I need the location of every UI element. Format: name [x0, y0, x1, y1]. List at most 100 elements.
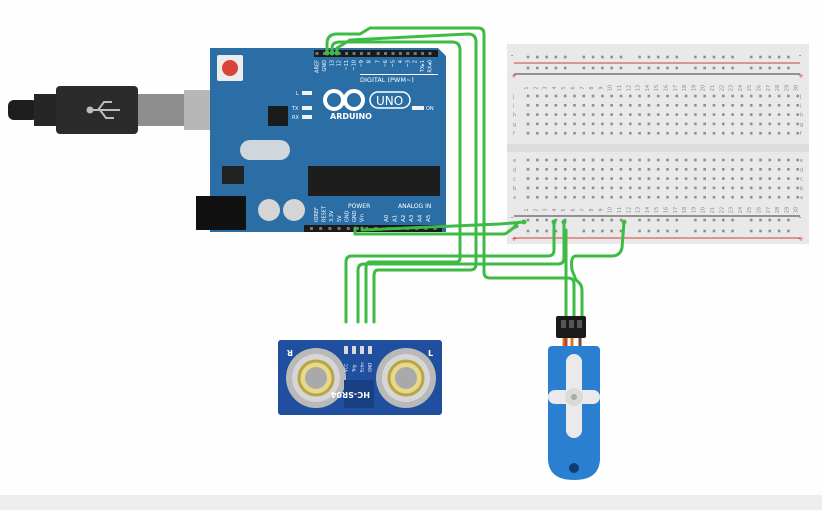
breadboard-hole[interactable] — [601, 131, 604, 135]
breadboard-hole[interactable] — [703, 177, 706, 180]
breadboard-hole[interactable] — [777, 186, 781, 190]
breadboard-hole[interactable] — [787, 122, 790, 126]
breadboard-hole[interactable] — [768, 168, 772, 171]
rail-hole[interactable] — [591, 218, 595, 222]
breadboard-hole[interactable] — [675, 177, 679, 180]
rail-hole[interactable] — [777, 218, 781, 222]
rail-hole[interactable] — [768, 218, 772, 222]
breadboard-hole[interactable] — [647, 168, 651, 171]
breadboard-hole[interactable] — [777, 168, 781, 171]
rail-hole[interactable] — [656, 229, 660, 233]
breadboard-hole[interactable] — [554, 158, 558, 162]
breadboard-hole[interactable] — [573, 131, 576, 135]
breadboard-hole[interactable] — [675, 195, 679, 199]
breadboard-hole[interactable] — [545, 104, 548, 107]
breadboard-hole[interactable] — [526, 186, 530, 190]
breadboard-hole[interactable] — [694, 177, 697, 180]
breadboard-hole[interactable] — [740, 131, 744, 135]
breadboard-hole[interactable] — [610, 177, 613, 180]
rail-hole[interactable] — [638, 66, 641, 70]
rail-hole[interactable] — [647, 55, 651, 59]
breadboard-hole[interactable] — [796, 94, 799, 98]
breadboard-hole[interactable] — [777, 131, 781, 135]
rail-hole[interactable] — [536, 229, 539, 233]
breadboard-hole[interactable] — [684, 94, 688, 98]
rail-hole[interactable] — [731, 66, 734, 70]
breadboard-hole[interactable] — [545, 177, 548, 180]
rail-hole[interactable] — [666, 218, 669, 222]
breadboard-hole[interactable] — [601, 158, 604, 162]
breadboard-hole[interactable] — [712, 104, 716, 107]
breadboard-hole[interactable] — [694, 131, 697, 135]
breadboard-hole[interactable] — [610, 113, 613, 116]
breadboard-hole[interactable] — [526, 104, 530, 107]
breadboard-hole[interactable] — [647, 122, 651, 126]
rail-hole[interactable] — [601, 55, 604, 59]
breadboard-hole[interactable] — [666, 195, 669, 199]
breadboard-hole[interactable] — [768, 113, 772, 116]
breadboard-hole[interactable] — [712, 168, 716, 171]
rail-hole[interactable] — [759, 55, 762, 59]
rail-hole[interactable] — [638, 218, 641, 222]
breadboard-hole[interactable] — [694, 122, 697, 126]
breadboard-hole[interactable] — [601, 177, 604, 180]
breadboard-hole[interactable] — [526, 122, 530, 126]
breadboard-hole[interactable] — [749, 168, 753, 171]
breadboard-hole[interactable] — [666, 168, 669, 171]
breadboard-hole[interactable] — [647, 186, 651, 190]
breadboard-hole[interactable] — [629, 122, 632, 126]
breadboard-hole[interactable] — [694, 104, 697, 107]
breadboard-hole[interactable] — [777, 94, 781, 98]
breadboard-hole[interactable] — [573, 195, 576, 199]
breadboard-hole[interactable] — [768, 104, 772, 107]
rail-hole[interactable] — [536, 55, 539, 59]
breadboard-hole[interactable] — [563, 168, 567, 171]
breadboard-hole[interactable] — [629, 131, 632, 135]
breadboard-hole[interactable] — [591, 113, 595, 116]
rail-hole[interactable] — [666, 229, 669, 233]
breadboard-hole[interactable] — [545, 122, 548, 126]
breadboard-hole[interactable] — [545, 158, 548, 162]
rail-hole[interactable] — [694, 66, 697, 70]
breadboard-hole[interactable] — [582, 122, 586, 126]
breadboard-hole[interactable] — [787, 104, 790, 107]
breadboard-hole[interactable] — [591, 158, 595, 162]
breadboard-hole[interactable] — [796, 177, 799, 180]
breadboard-hole[interactable] — [610, 168, 613, 171]
breadboard-hole[interactable] — [610, 131, 613, 135]
breadboard-hole[interactable] — [684, 186, 688, 190]
breadboard-hole[interactable] — [536, 186, 539, 190]
breadboard-hole[interactable] — [554, 195, 558, 199]
breadboard-hole[interactable] — [777, 177, 781, 180]
breadboard-hole[interactable] — [573, 113, 576, 116]
rail-hole[interactable] — [731, 55, 734, 59]
breadboard-hole[interactable] — [656, 122, 660, 126]
breadboard-hole[interactable] — [684, 177, 688, 180]
breadboard-hole[interactable] — [787, 195, 790, 199]
rail-hole[interactable] — [703, 229, 706, 233]
breadboard-hole[interactable] — [563, 131, 567, 135]
rail-hole[interactable] — [675, 229, 679, 233]
breadboard-hole[interactable] — [619, 113, 623, 116]
breadboard-hole[interactable] — [787, 131, 790, 135]
wire-5v[interactable] — [353, 224, 518, 236]
breadboard-hole[interactable] — [619, 158, 623, 162]
breadboard-hole[interactable] — [601, 113, 604, 116]
breadboard-hole[interactable] — [666, 186, 669, 190]
breadboard-hole[interactable] — [563, 195, 567, 199]
breadboard-hole[interactable] — [526, 158, 530, 162]
breadboard-hole[interactable] — [675, 113, 679, 116]
breadboard-hole[interactable] — [712, 94, 716, 98]
breadboard-hole[interactable] — [591, 104, 595, 107]
breadboard-hole[interactable] — [796, 158, 799, 162]
digital-pin-hole[interactable] — [384, 52, 388, 55]
breadboard-hole[interactable] — [749, 104, 753, 107]
rail-hole[interactable] — [722, 66, 725, 70]
breadboard-hole[interactable] — [796, 186, 799, 190]
sensor-pin[interactable] — [344, 346, 348, 354]
breadboard-hole[interactable] — [731, 186, 734, 190]
breadboard-hole[interactable] — [731, 104, 734, 107]
breadboard-hole[interactable] — [722, 131, 725, 135]
breadboard-hole[interactable] — [712, 113, 716, 116]
